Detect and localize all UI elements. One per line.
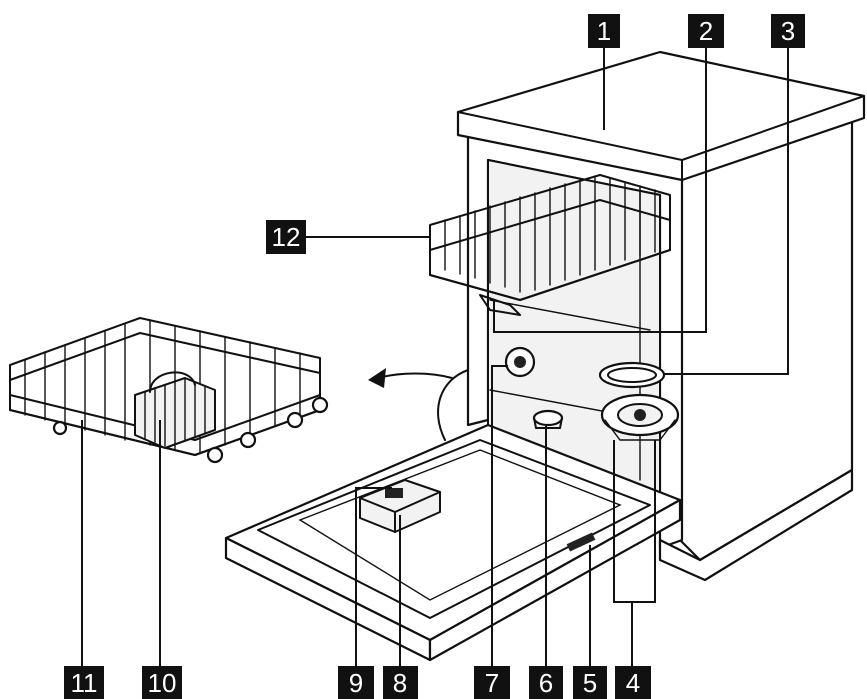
move-arrow [368,368,453,388]
callout-4: 4 [615,666,651,699]
callout-8-text: 8 [393,668,407,698]
filter-assembly [600,393,680,441]
callout-12: 12 [266,220,306,254]
detergent-dispenser [359,479,441,533]
callout-1-text: 1 [597,16,611,46]
callout-3-text: 3 [781,16,795,46]
cutlery-basket [134,371,216,449]
upper-spray-arm-nozzle [504,346,536,378]
callout-8: 8 [383,666,418,699]
worktop [456,50,866,182]
callout-3: 3 [771,14,805,48]
upper-basket [429,174,671,316]
callout-9-text: 9 [349,668,363,698]
callout-5-text: 5 [583,668,597,698]
callout-6: 6 [529,666,563,699]
dishwasher-door [224,423,682,662]
callout-11: 11 [64,666,104,699]
callout-7: 7 [474,666,510,699]
callout-10-text: 10 [148,668,177,698]
callout-2: 2 [688,14,724,48]
rating-plate [566,532,596,552]
callout-7-text: 7 [485,668,499,698]
salt-container [532,409,564,429]
lower-basket [9,317,329,464]
callout-2-text: 2 [699,16,713,46]
leader-lines [81,48,789,670]
callout-1: 1 [588,14,620,48]
callout-4-text: 4 [626,668,640,698]
callout-9: 9 [338,666,374,699]
callout-10: 10 [142,666,182,699]
basket-wheels [52,396,329,464]
callout-6-text: 6 [539,668,553,698]
callout-12-text: 12 [272,222,301,252]
lower-spray-arm [598,361,666,389]
callout-5: 5 [573,666,607,699]
callout-11-text: 11 [71,668,98,698]
